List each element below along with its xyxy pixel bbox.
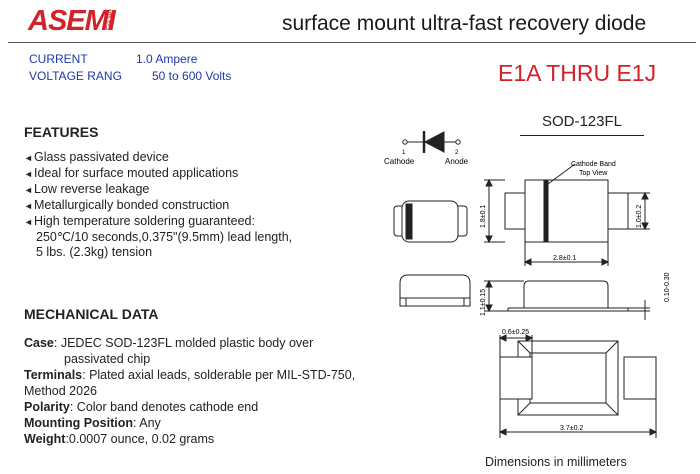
mech-polarity: Polarity: Color band denotes cathode end [24,400,259,414]
side-view-drawing [484,279,650,320]
current-label: CURRENT [29,52,88,66]
mech-terminals-cont: Method 2026 [24,384,97,398]
mechanical-list: Case: JEDEC SOD-123FL molded plastic bod… [24,335,355,447]
dim-lead-thickness: 0.10-0.30 [664,272,671,302]
feature-continuation: 5 lbs. (2.3kg) tension [36,245,153,259]
page-subtitle: surface mount ultra-fast recovery diode [282,12,647,35]
dim-body-length: 2.8±0.1 [553,255,576,262]
dim-lead-height: 1.0±0.2 [636,205,643,228]
feature-item: ◄Ideal for surface mouted applications [24,166,239,180]
top-view-drawing [484,163,650,266]
cathode-band-label: Cathode Band [571,161,616,168]
mech-mounting: Mounting Position: Any [24,416,161,430]
top-view-label: Top View [579,170,608,177]
part-range-title: E1A THRU E1J [498,60,657,86]
package-3d-top [393,200,468,243]
feature-item: ◄Metallurgically bonded construction [24,198,230,212]
feature-item: ◄Low reverse leakage [24,182,150,196]
anode-label: Anode [445,157,469,166]
brand-logo: ASEMI [28,5,116,37]
diode-symbol-icon [402,131,461,153]
feature-item: ◄High temperature soldering guaranteed: [24,214,255,228]
bullet-arrow-icon: ◄ [24,217,33,227]
current-value: 1.0 Ampere [136,52,198,66]
pin1-label: 1 [402,150,406,156]
mech-case: Case: JEDEC SOD-123FL molded plastic bod… [24,336,314,350]
dim-thickness: 1.1±0.15 [480,289,487,316]
bullet-arrow-icon: ◄ [24,153,33,163]
features-list: ◄Glass passivated device ◄Ideal for surf… [24,150,292,260]
dimensions-note: Dimensions in millimeters [485,455,627,469]
mechanical-heading: MECHANICAL DATA [24,306,159,322]
cathode-label: Cathode [384,157,415,166]
voltage-label: VOLTAGE RANG [29,69,122,83]
dim-lead-length: 0.6±0.25 [502,329,529,336]
feature-item: ◄Glass passivated device [24,150,169,164]
features-heading: FEATURES [24,124,99,140]
mech-weight: Weight:0.0007 ounce, 0.02 grams [24,432,215,446]
brand-logo-chinese: 首芯 [103,10,113,32]
bullet-arrow-icon: ◄ [24,169,33,179]
mech-terminals: Terminals: Plated axial leads, solderabl… [24,368,356,382]
bullet-arrow-icon: ◄ [24,201,33,211]
package-3d-side [399,274,471,307]
header-divider [8,42,696,43]
dim-height: 1.8±0.1 [480,205,487,228]
bullet-arrow-icon: ◄ [24,185,33,195]
dim-total-length: 3.7±0.2 [560,425,583,432]
mech-case-cont: passivated chip [64,352,151,366]
package-name: SOD-123FL [520,113,644,136]
bottom-view-drawing [498,334,658,438]
feature-continuation: 250℃/10 seconds,0.375"(9.5mm) lead lengt… [36,230,293,244]
voltage-value: 50 to 600 Volts [152,69,232,83]
pin2-label: 2 [455,150,459,156]
